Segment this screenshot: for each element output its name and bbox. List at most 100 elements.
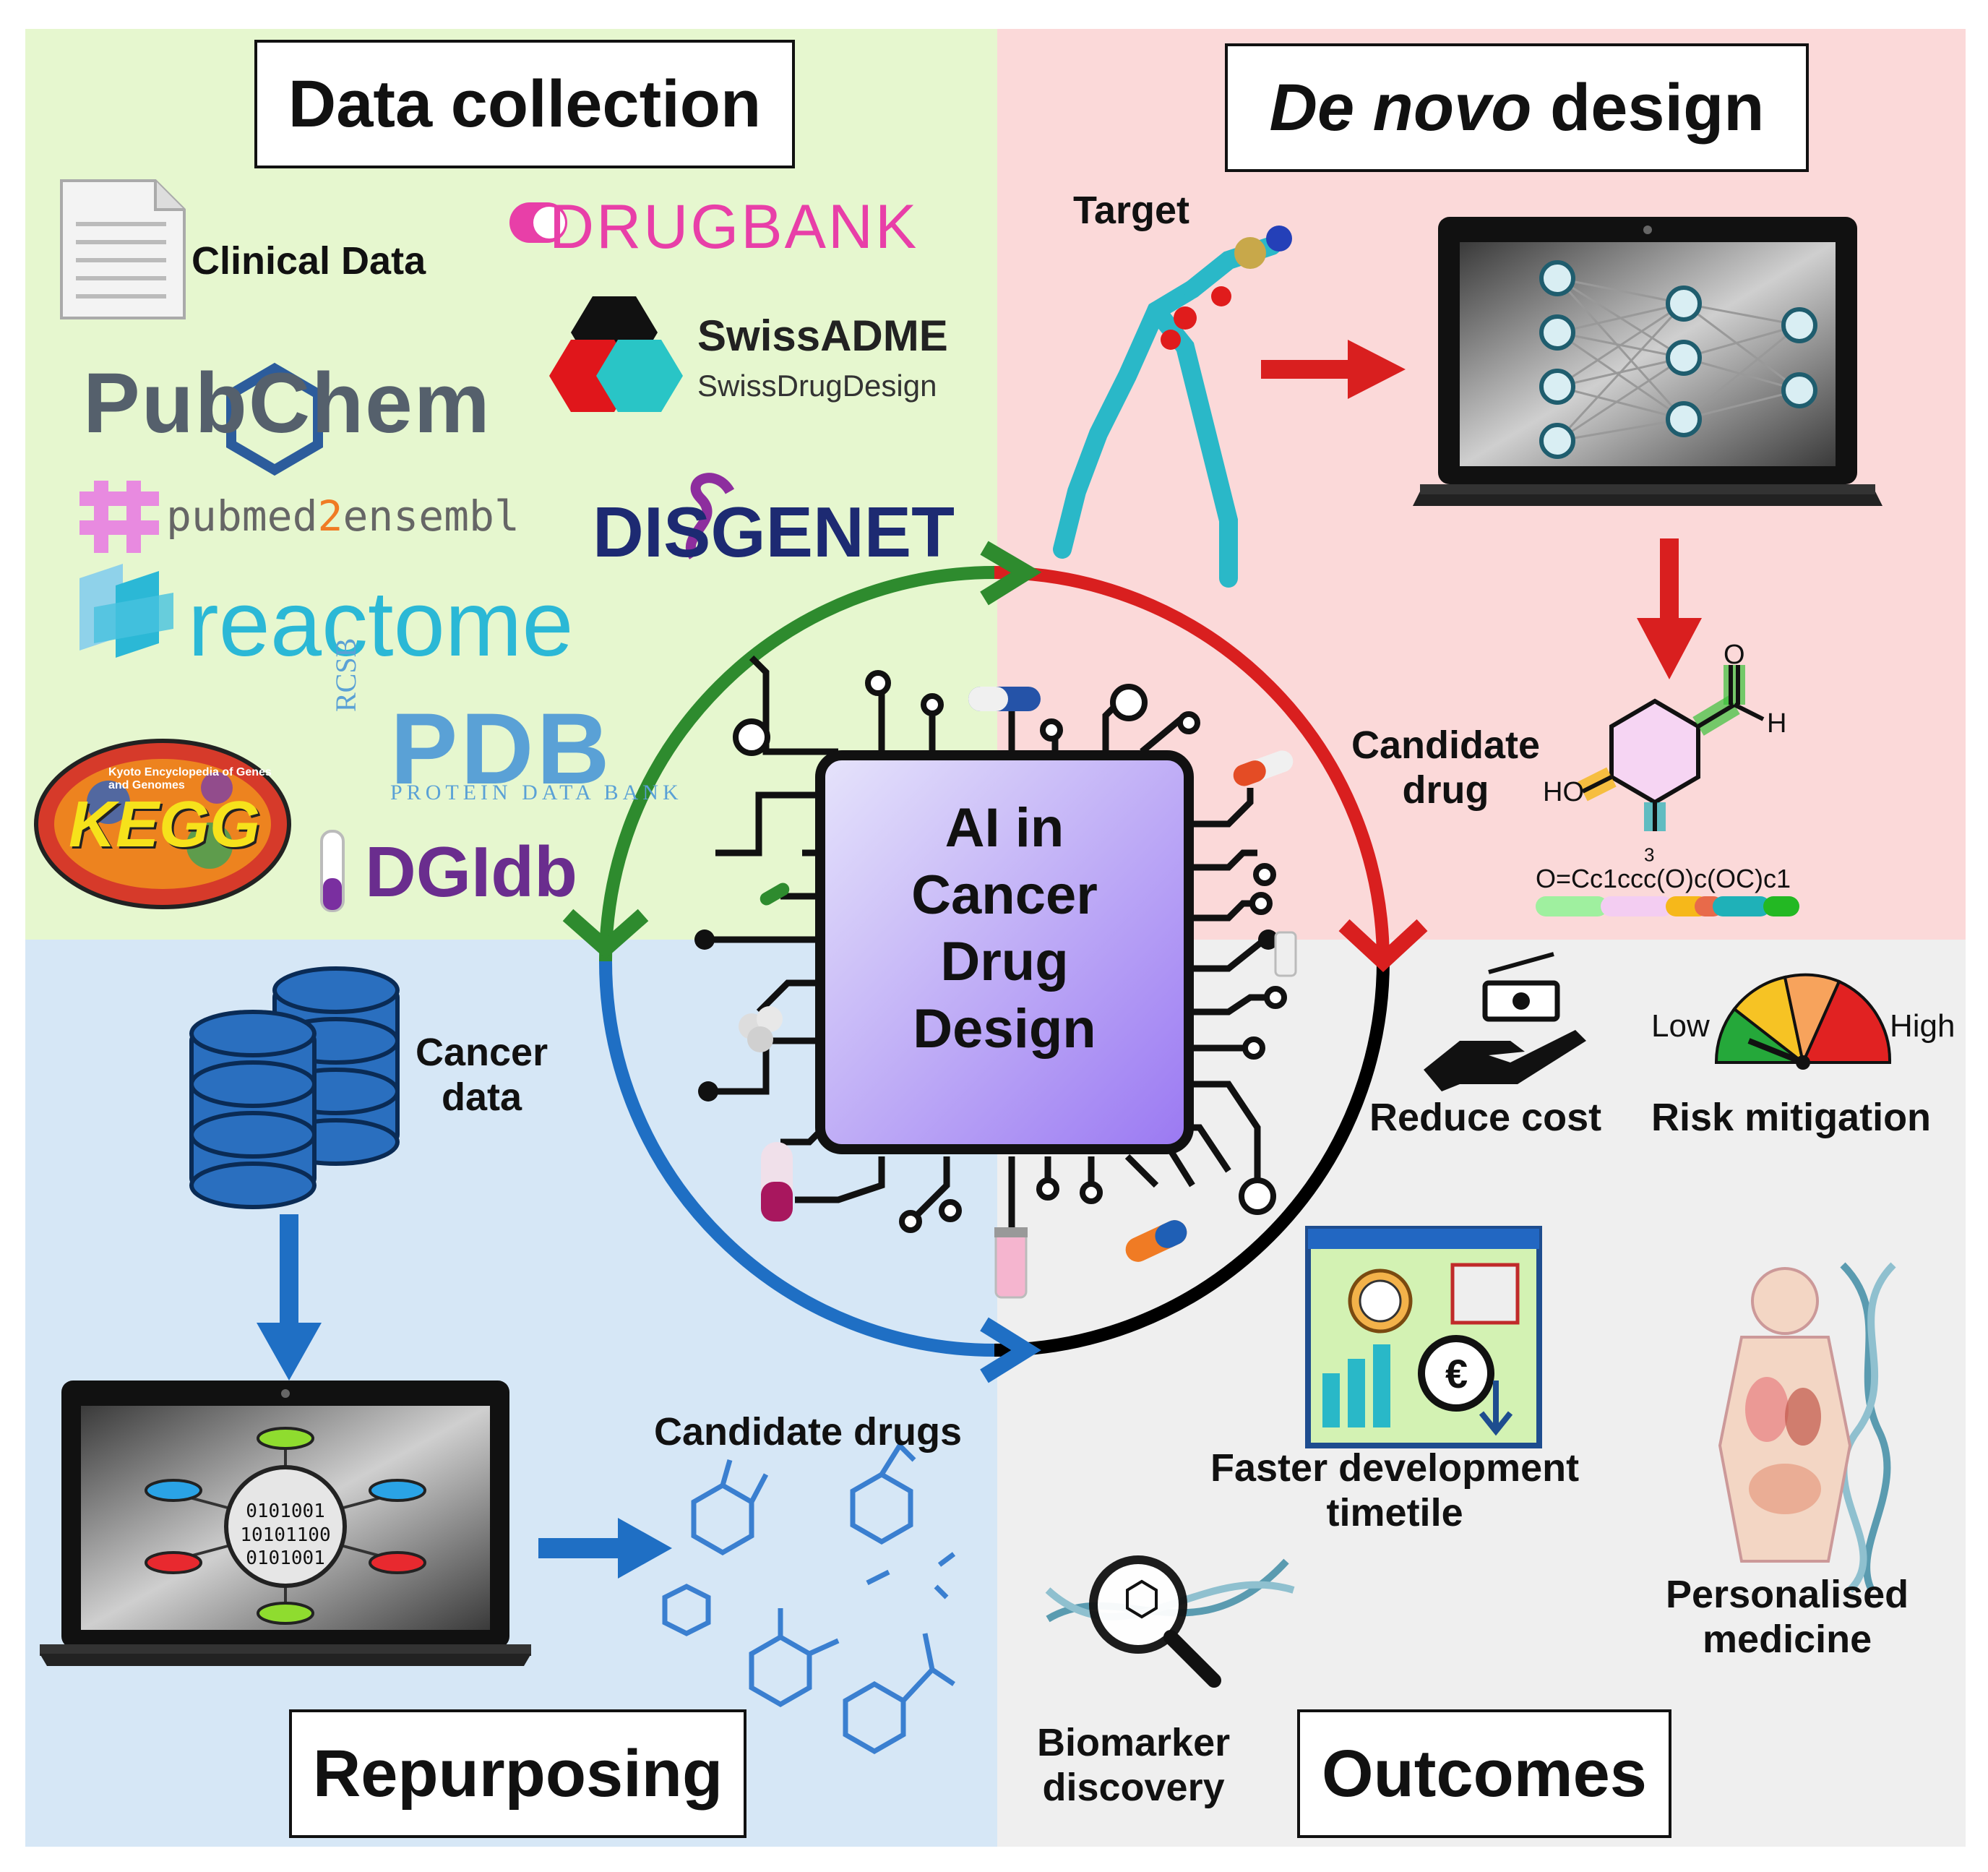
pdb-logo: PDB xyxy=(390,692,613,805)
pubmed2ensembl-part-c: ensembl xyxy=(343,491,520,541)
smiles-string: O=Cc1ccc(O)c(OC)c1 xyxy=(1536,864,1791,893)
risk-low-label: Low xyxy=(1651,1008,1710,1044)
pubmed2ensembl-logo: pubmed2ensembl xyxy=(166,491,520,541)
smiles-color-bar xyxy=(1536,896,1799,916)
pubchem-hexagon xyxy=(226,362,323,476)
center-line2: Cancer xyxy=(911,864,1098,926)
candidate-drug-label: Candidate drug xyxy=(1351,723,1540,812)
disgenet-logo: DISGENET xyxy=(593,492,955,572)
personalised-medicine-label: Personalised medicine xyxy=(1666,1572,1909,1662)
red-arrow-down xyxy=(1637,538,1702,679)
faster-development-icon xyxy=(1305,1226,1542,1448)
drugbank-logo: DRUGBANK xyxy=(549,192,919,262)
pdb-subtitle: PROTEIN DATA BANK xyxy=(390,781,683,804)
swissadme-logo-mark xyxy=(549,296,683,412)
personalised-medicine-icon xyxy=(1718,1262,1896,1593)
title-outcomes: Outcomes xyxy=(1297,1709,1671,1838)
target-molecule xyxy=(1053,236,1281,588)
arrowhead-red xyxy=(1338,919,1428,972)
candidate-drugs-label: Candidate drugs xyxy=(654,1410,963,1454)
biomarker-discovery-icon xyxy=(1045,1555,1295,1688)
pubchem-logo: PubChem xyxy=(83,356,491,451)
risk-high-label: High xyxy=(1890,1008,1955,1044)
laptop-repurposing xyxy=(40,1381,531,1666)
rcsb-label: RCSB xyxy=(330,637,362,712)
arrowhead-green xyxy=(980,541,1042,606)
swissadme-logo: SwissADME xyxy=(697,312,948,360)
chem-ho-label: HO xyxy=(1543,777,1584,807)
blue-arrow-down xyxy=(257,1214,322,1381)
risk-gauge-icon xyxy=(1714,973,1892,1070)
personalised-line2: medicine xyxy=(1703,1618,1872,1662)
kegg-logo-mark xyxy=(34,739,291,909)
center-line1: AI in xyxy=(944,797,1064,859)
pubmed2ensembl-part-a: pubmed xyxy=(166,491,318,541)
reduce-cost-icon xyxy=(1424,952,1586,1091)
candidate-drug-molecules xyxy=(662,1441,956,1755)
laptop-neural-net xyxy=(1413,217,1882,506)
cancer-line1: Cancer xyxy=(416,1031,548,1074)
arrowhead-green-left xyxy=(562,909,649,959)
database-icon xyxy=(189,966,400,1209)
dgidb-logo: DGIdb xyxy=(365,832,577,911)
pill-icons xyxy=(739,687,1297,1299)
center-title: AI in Cancer Drug Design xyxy=(817,795,1192,1063)
ai-chip xyxy=(815,750,1194,1154)
title-data-collection: Data collection xyxy=(254,40,795,168)
faster-development-label: Faster development timetile xyxy=(1210,1446,1579,1535)
dgidb-tube xyxy=(320,830,345,912)
biomarker-line2: discovery xyxy=(1042,1766,1225,1810)
kegg-logo: KEGG xyxy=(69,789,261,861)
pubmed2ensembl-mark xyxy=(79,481,159,553)
arc-blue xyxy=(599,961,995,1357)
cancer-line2: data xyxy=(442,1075,522,1120)
candidate-line1: Candidate xyxy=(1351,724,1541,767)
binary-text: 0101001 10101100 0101001 xyxy=(228,1500,343,1571)
reduce-cost-label: Reduce cost xyxy=(1369,1096,1602,1139)
arc-black xyxy=(994,961,1390,1357)
circuit-nodes xyxy=(733,670,1287,1233)
chem-h-label: H xyxy=(1767,708,1787,739)
swissdrugdesign-logo: SwissDrugDesign xyxy=(697,369,937,403)
vanillin-structure xyxy=(1578,665,1765,831)
disgenet-swoosh xyxy=(685,473,735,559)
reactome-logo: reactome xyxy=(188,572,574,676)
circuit-traces xyxy=(701,655,1272,1229)
pubmed2ensembl-part-b: 2 xyxy=(317,491,343,541)
personalised-line1: Personalised xyxy=(1666,1573,1909,1616)
circuit-node-solid-2 xyxy=(698,1081,718,1102)
arc-red xyxy=(994,566,1390,962)
arrowhead-blue xyxy=(980,1317,1041,1383)
arc-green xyxy=(599,566,995,962)
center-line4: Design xyxy=(913,998,1096,1060)
biomarker-line1: Biomarker xyxy=(1037,1721,1231,1764)
chem-sub3: 3 xyxy=(1644,843,1655,866)
cancer-data-label: Cancer data xyxy=(416,1030,548,1120)
blue-arrow-right xyxy=(538,1518,672,1579)
risk-mitigation-label: Risk mitigation xyxy=(1651,1096,1932,1139)
target-atoms xyxy=(1161,226,1292,350)
biomarker-discovery-label: Biomarker discovery xyxy=(1037,1720,1230,1810)
clinical-data-label: Clinical Data xyxy=(192,239,426,283)
faster-line1: Faster development xyxy=(1210,1446,1580,1490)
document-icon xyxy=(60,179,186,319)
title-repurposing: Repurposing xyxy=(289,1709,746,1838)
binary-line1: 0101001 xyxy=(246,1500,325,1522)
candidate-line2: drug xyxy=(1402,768,1489,812)
euro-glyph: € xyxy=(1445,1351,1468,1396)
target-label: Target xyxy=(1073,189,1190,232)
chem-o-label: O xyxy=(1724,640,1745,670)
circuit-node-solid-1 xyxy=(694,929,715,950)
circuit-node-solid-3 xyxy=(1258,929,1278,950)
chem-och3-label: 3 xyxy=(1644,831,1654,867)
faster-line2: timetile xyxy=(1326,1491,1463,1535)
binary-line2: 10101100 xyxy=(240,1524,331,1546)
reactome-mark xyxy=(79,564,173,658)
binary-line3: 0101001 xyxy=(246,1547,325,1569)
de-novo-italic: De novo xyxy=(1269,70,1532,145)
title-de-novo-design: De novo design xyxy=(1225,43,1809,172)
center-line3: Drug xyxy=(940,931,1069,993)
design-word: design xyxy=(1531,70,1765,145)
drugbank-logo-mark xyxy=(509,202,567,243)
